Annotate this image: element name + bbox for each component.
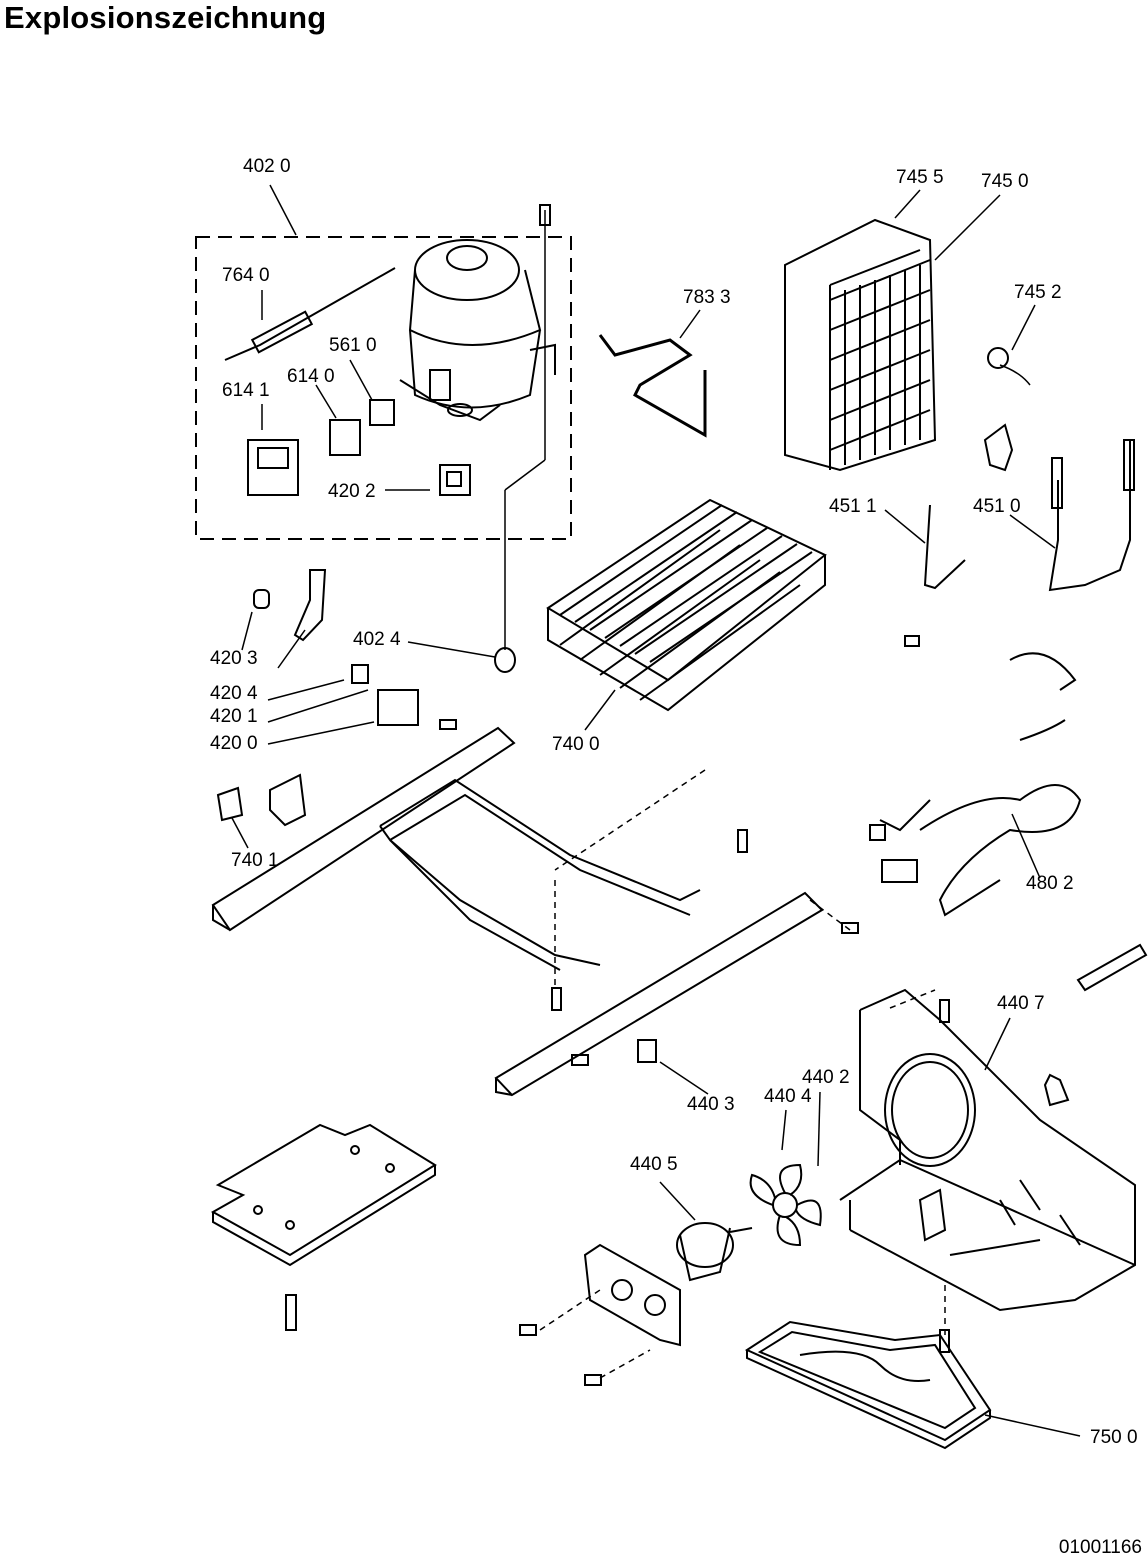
mounting-plate <box>210 1123 437 1267</box>
thermostat-sensor <box>987 347 1009 369</box>
relay-start-components <box>247 399 471 496</box>
callout-745-0: 745 0 <box>981 171 1029 192</box>
callout-451-1: 451 1 <box>829 496 877 517</box>
callout-440-5: 440 5 <box>630 1154 678 1175</box>
base-frame <box>211 726 824 1097</box>
suction-tube <box>598 334 707 438</box>
callout-440-3: 440 3 <box>687 1094 735 1115</box>
callout-764-0: 764 0 <box>222 265 270 286</box>
callout-740-0: 740 0 <box>552 734 600 755</box>
evaporator-coil <box>546 498 827 712</box>
callout-561-0: 561 0 <box>329 335 377 356</box>
callout-614-1: 614 1 <box>222 380 270 401</box>
callout-480-2: 480 2 <box>1026 873 1074 894</box>
callout-420-1: 420 1 <box>210 706 258 727</box>
callout-440-4: 440 4 <box>764 1086 812 1107</box>
callout-420-2: 420 2 <box>328 481 376 502</box>
callout-402-4: 402 4 <box>353 629 401 650</box>
document-number: 01001166 <box>1058 1537 1142 1558</box>
callout-750-0: 750 0 <box>1090 1427 1138 1448</box>
callout-614-0: 614 0 <box>287 366 335 387</box>
motor-bracket <box>583 1243 681 1347</box>
page-title: Explosionszeichnung <box>4 0 327 35</box>
callout-740-1: 740 1 <box>231 850 279 871</box>
callout-451-0: 451 0 <box>973 496 1021 517</box>
callout-745-5: 745 5 <box>896 167 944 188</box>
wiring-harness <box>869 652 1082 917</box>
callout-745-2: 745 2 <box>1014 282 1062 303</box>
callout-783-3: 783 3 <box>683 287 731 308</box>
callout-420-3: 420 3 <box>210 648 258 669</box>
callout-440-7: 440 7 <box>997 993 1045 1014</box>
callout-420-0: 420 0 <box>210 733 258 754</box>
callout-440-2: 440 2 <box>802 1067 850 1088</box>
fan-shroud <box>839 988 1136 1312</box>
leader-lines <box>231 184 1081 1437</box>
capillary-tube <box>224 267 396 361</box>
condenser <box>784 218 937 472</box>
callout-420-4: 420 4 <box>210 683 258 704</box>
screws <box>285 204 950 1386</box>
callout-402-0: 402 0 <box>243 156 291 177</box>
drain-pan <box>744 1320 992 1450</box>
fan-motor <box>676 1222 753 1282</box>
compressor <box>399 239 556 422</box>
fan-blade <box>749 1163 822 1247</box>
compressor-assembly-boundary <box>195 236 572 540</box>
